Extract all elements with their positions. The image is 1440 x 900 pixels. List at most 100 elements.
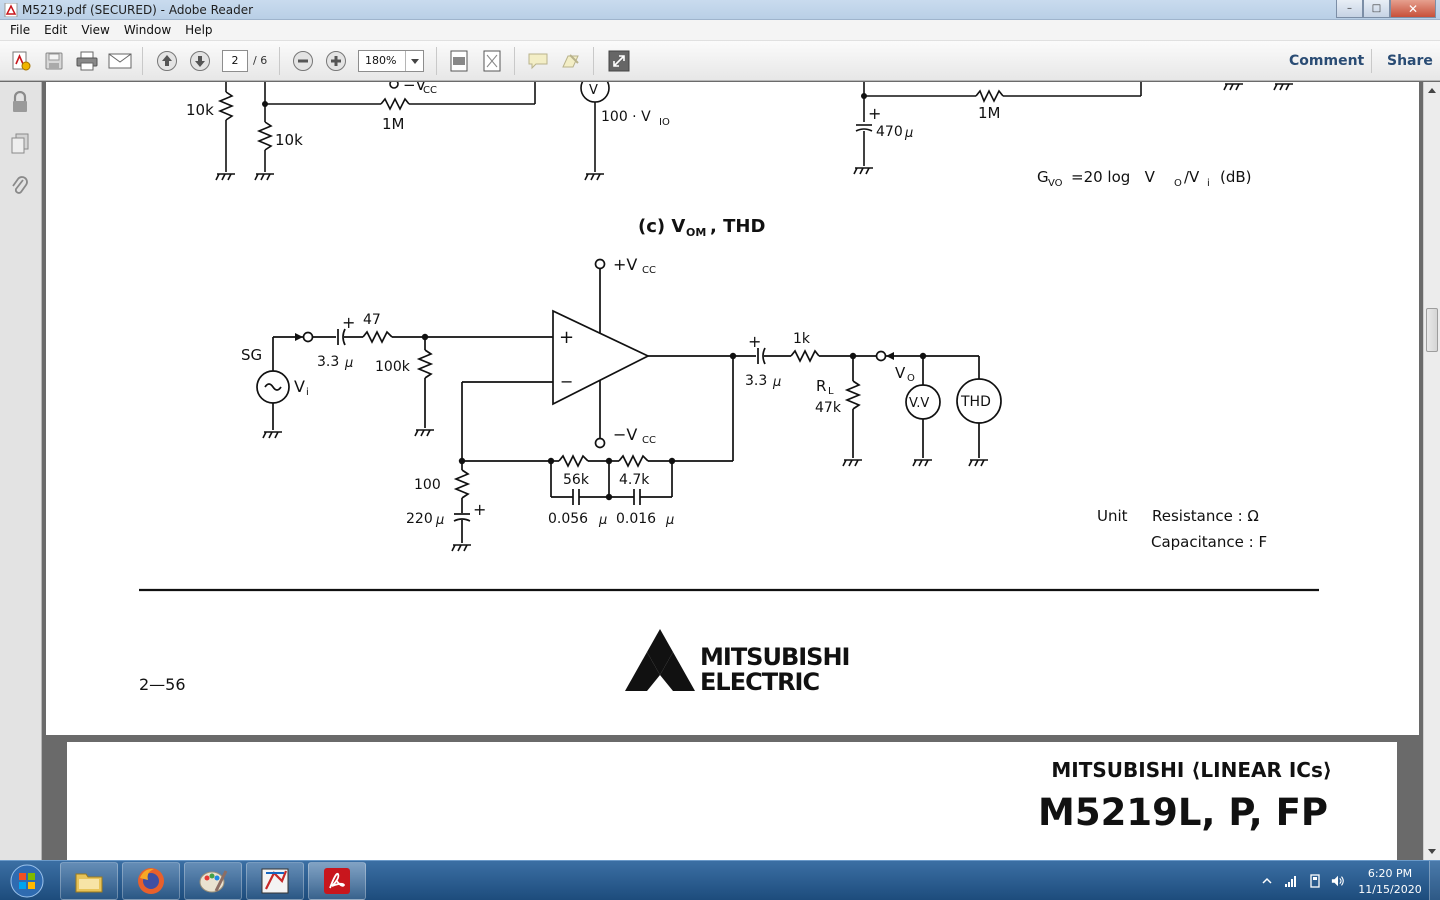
network-icon[interactable] [1284, 874, 1298, 888]
capacitor-label: 0.016 [616, 511, 656, 527]
resistor-label: 1M [978, 104, 1001, 122]
save-icon[interactable] [41, 48, 67, 74]
action-center-icon[interactable] [1308, 874, 1322, 888]
vertical-scrollbar[interactable] [1423, 82, 1440, 860]
file-explorer-taskbar-icon[interactable] [60, 862, 118, 900]
previous-page-icon[interactable] [154, 48, 180, 74]
chevron-down-icon[interactable] [405, 51, 423, 71]
section-heading: (c) V [638, 216, 685, 237]
minimize-button[interactable]: – [1336, 0, 1363, 18]
input-voltage-label: V [294, 377, 305, 396]
capacitor-unit: μ [772, 375, 781, 390]
start-button[interactable] [4, 862, 50, 900]
toolbar-separator [436, 47, 437, 75]
resistor-label: 10k [275, 131, 303, 149]
opamp-minus: − [560, 372, 573, 391]
section-heading: , THD [710, 216, 765, 237]
gain-formula: G [1037, 168, 1049, 186]
resistor-label: 100 [414, 477, 441, 493]
menu-view[interactable]: View [81, 23, 110, 37]
taskbar: 6:20 PM 11/15/2020 [0, 860, 1440, 900]
document-view[interactable]: 10k 10k 1M − V CC V 100 · V IO + 470 μ 1M… [43, 82, 1423, 860]
next-page-content: MITSUBISHI ⟨LINEAR ICs⟩ M5219L, P, FP [1038, 758, 1332, 834]
paint-taskbar-icon[interactable] [184, 862, 242, 900]
adobe-reader-taskbar-icon[interactable] [308, 862, 366, 900]
load-value: 47k [815, 400, 842, 416]
sticky-note-icon[interactable] [525, 48, 551, 74]
capacitor-label: 3.3 [317, 354, 339, 370]
clock-date[interactable]: 11/15/2020 [1358, 883, 1422, 896]
page-number-input[interactable]: 2 [222, 50, 248, 72]
capacitor-label: 0.056 [548, 511, 588, 527]
scrollbar-thumb[interactable] [1426, 308, 1438, 352]
page-content: 10k 10k 1M − V CC V 100 · V IO + 470 μ 1M… [139, 82, 1319, 696]
voltmeter-label: V [589, 83, 598, 98]
supply-label-sub: CC [642, 435, 656, 446]
resistor-label: 1M [382, 115, 405, 133]
toolbar-separator [142, 47, 143, 75]
capacitor-unit: μ [665, 513, 674, 528]
pages-thumbnail-icon[interactable] [8, 132, 32, 156]
gain-formula-sub: i [1207, 178, 1210, 189]
scroll-up-icon[interactable] [1424, 82, 1440, 99]
capacitor-label: 220 [406, 511, 433, 527]
toolbar-separator [593, 47, 594, 75]
capacitor-label: 3.3 [745, 373, 767, 389]
voltmeter-label: V.V [909, 396, 929, 411]
zoom-select[interactable]: 180% [358, 50, 424, 72]
capacitor-unit: μ [344, 356, 353, 371]
highlight-icon[interactable] [558, 48, 584, 74]
menu-window[interactable]: Window [123, 23, 172, 37]
fit-page-icon[interactable] [479, 48, 505, 74]
show-desktop-button[interactable] [1429, 861, 1440, 900]
capacitor-unit: μ [598, 513, 607, 528]
measurement-label: 100 · V [601, 109, 651, 125]
unit-label: Unit [1097, 507, 1128, 525]
menu-edit[interactable]: Edit [44, 23, 68, 37]
firefox-taskbar-icon[interactable] [122, 862, 180, 900]
measurement-label-sub: IO [659, 117, 670, 128]
full-screen-icon[interactable] [606, 48, 632, 74]
email-icon[interactable] [107, 48, 133, 74]
supply-label-sub: CC [642, 265, 656, 276]
comment-button[interactable]: Comment [1289, 53, 1365, 69]
menu-file[interactable]: File [10, 23, 31, 37]
maximize-button[interactable]: □ [1363, 0, 1390, 18]
capacitor-unit: μ [904, 126, 913, 141]
show-hidden-icons-icon[interactable] [1260, 874, 1274, 888]
attachments-icon[interactable] [8, 174, 32, 198]
share-button[interactable]: Share [1387, 53, 1433, 69]
source-label: SG [241, 346, 262, 364]
menu-help[interactable]: Help [185, 23, 213, 37]
lock-icon[interactable] [8, 90, 32, 114]
pdf-page-next: MITSUBISHI ⟨LINEAR ICs⟩ M5219L, P, FP [67, 742, 1397, 860]
print-icon[interactable] [74, 48, 100, 74]
scroll-down-icon[interactable] [1424, 843, 1440, 860]
fit-width-icon[interactable] [446, 48, 472, 74]
distortion-meter-label: THD [960, 394, 991, 410]
volume-icon[interactable] [1331, 874, 1345, 888]
title-bar: M5219.pdf (SECURED) - Adobe Reader – □ ✕ [0, 0, 1440, 20]
zoom-out-icon[interactable] [290, 48, 316, 74]
pdf-page: 10k 10k 1M − V CC V 100 · V IO + 470 μ 1M… [46, 82, 1419, 735]
close-button[interactable]: ✕ [1390, 0, 1436, 18]
resistor-label: 10k [186, 101, 214, 119]
resistor-label: 56k [563, 472, 590, 488]
next-page-icon[interactable] [187, 48, 213, 74]
series-header: MITSUBISHI ⟨LINEAR ICs⟩ [1051, 758, 1332, 782]
app-taskbar-icon[interactable] [246, 862, 304, 900]
adobe-reader-icon [4, 3, 18, 17]
polarity-plus: + [473, 500, 486, 519]
supply-label: +V [613, 255, 637, 274]
zoom-in-icon[interactable] [323, 48, 349, 74]
gain-formula: (dB) [1220, 168, 1252, 186]
logo-text-mitsubishi: MITSUBISHI [700, 643, 849, 671]
clock-time[interactable]: 6:20 PM [1367, 867, 1413, 880]
opamp-plus: + [559, 327, 574, 348]
capacitor-label: 470 [876, 124, 903, 140]
unit-resistance: Resistance : Ω [1152, 507, 1259, 525]
polarity-plus: + [342, 313, 355, 332]
load-label: R [816, 377, 826, 395]
create-pdf-icon[interactable] [8, 48, 34, 74]
toolbar-separator [1371, 49, 1372, 73]
